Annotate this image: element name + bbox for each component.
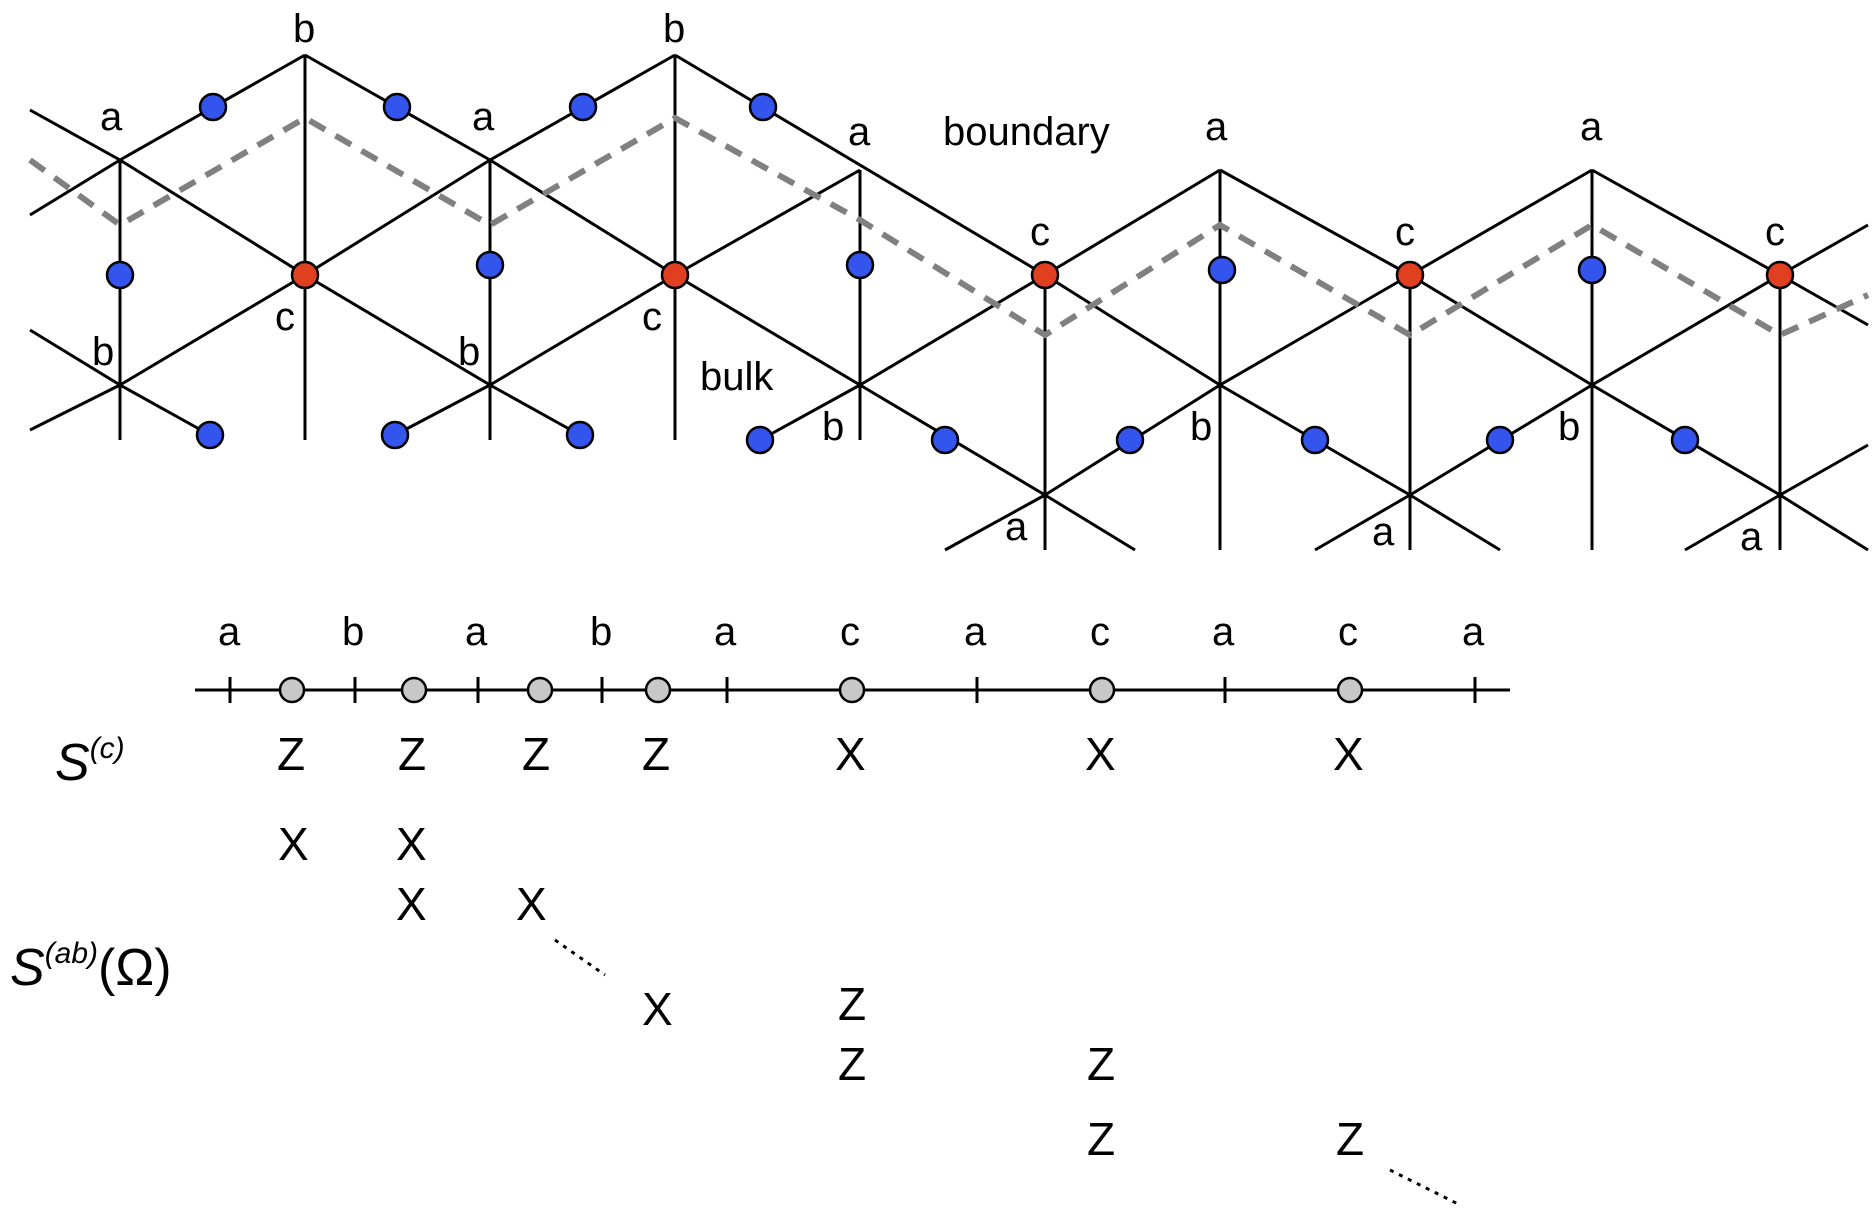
ellipsis-upper [554, 938, 606, 977]
chain-labels: a b a b a c a c a c a [218, 610, 1485, 654]
chain-label: b [590, 610, 612, 654]
bulk-label: bulk [700, 355, 774, 399]
ellipsis-lower [1389, 1168, 1461, 1207]
sab-op: Z [1336, 1113, 1364, 1165]
chain-label: c [1090, 610, 1110, 654]
c-label-upper-1: c [1030, 210, 1050, 254]
sc-op: X [835, 728, 866, 780]
boundary-label: boundary [943, 110, 1110, 154]
chain-label: c [1338, 610, 1358, 654]
chain-label: a [714, 610, 737, 654]
b-label-5: b [1558, 405, 1580, 449]
sc-op: Z [277, 728, 305, 780]
top-label-a-5: a [1580, 105, 1603, 149]
top-label-b-1: b [293, 7, 315, 51]
sc-op: Z [398, 728, 426, 780]
top-label-a-2: a [472, 95, 495, 139]
continuation-dots [554, 938, 1461, 1207]
sc-op: X [1085, 728, 1116, 780]
sab-op: X [396, 818, 427, 870]
red-c-nodes [290, 260, 1795, 290]
stabilizer-labels: S(c) S(ab)(Ω) [10, 732, 172, 997]
sc-label: S(c) [55, 732, 125, 792]
sc-op: Z [642, 728, 670, 780]
sab-op: Z [838, 978, 866, 1030]
top-label-a-4: a [1205, 105, 1228, 149]
top-label-a-1: a [100, 95, 123, 139]
sab-op: X [642, 983, 673, 1035]
c-label-upper-3: c [1765, 210, 1785, 254]
chain-label: a [1462, 610, 1485, 654]
chain-label: a [465, 610, 488, 654]
b-label-1: b [92, 330, 114, 374]
chain-label: a [218, 610, 241, 654]
blue-qubits [105, 92, 1700, 455]
c-label-upper-2: c [1395, 210, 1415, 254]
chain-label: c [840, 610, 860, 654]
sc-op: X [1333, 728, 1364, 780]
sab-op: X [516, 878, 547, 930]
sab-op: X [396, 878, 427, 930]
sab-label: S(ab)(Ω) [10, 937, 172, 997]
chain: a b a b a c a c a c a [195, 610, 1510, 704]
lattice-edges [29, 53, 1869, 552]
c-label-lower-1: c [275, 295, 295, 339]
chain-label: a [964, 610, 987, 654]
sab-op: X [278, 818, 309, 870]
chain-qubits [278, 676, 1364, 704]
chain-label: b [342, 610, 364, 654]
b-label-2: b [458, 330, 480, 374]
sc-op: Z [522, 728, 550, 780]
chain-label: a [1212, 610, 1235, 654]
sab-op: Z [838, 1038, 866, 1090]
a-label-bottom-2: a [1372, 510, 1395, 554]
c-label-lower-2: c [642, 295, 662, 339]
stabilizer-sab-rows: X X X X X Z Z Z Z Z [278, 818, 1364, 1165]
stabilizer-sc-row: Z Z Z Z X X X [277, 728, 1364, 780]
top-label-a-3: a [848, 110, 871, 154]
a-label-bottom-3: a [1740, 515, 1763, 559]
sab-op: Z [1087, 1113, 1115, 1165]
lattice-labels: b b a a a a a boundary bulk c c c c c b … [92, 7, 1785, 559]
b-label-4: b [1190, 405, 1212, 449]
a-label-bottom-1: a [1005, 505, 1028, 549]
sab-op: Z [1087, 1038, 1115, 1090]
b-label-3: b [822, 405, 844, 449]
top-label-b-2: b [663, 7, 685, 51]
